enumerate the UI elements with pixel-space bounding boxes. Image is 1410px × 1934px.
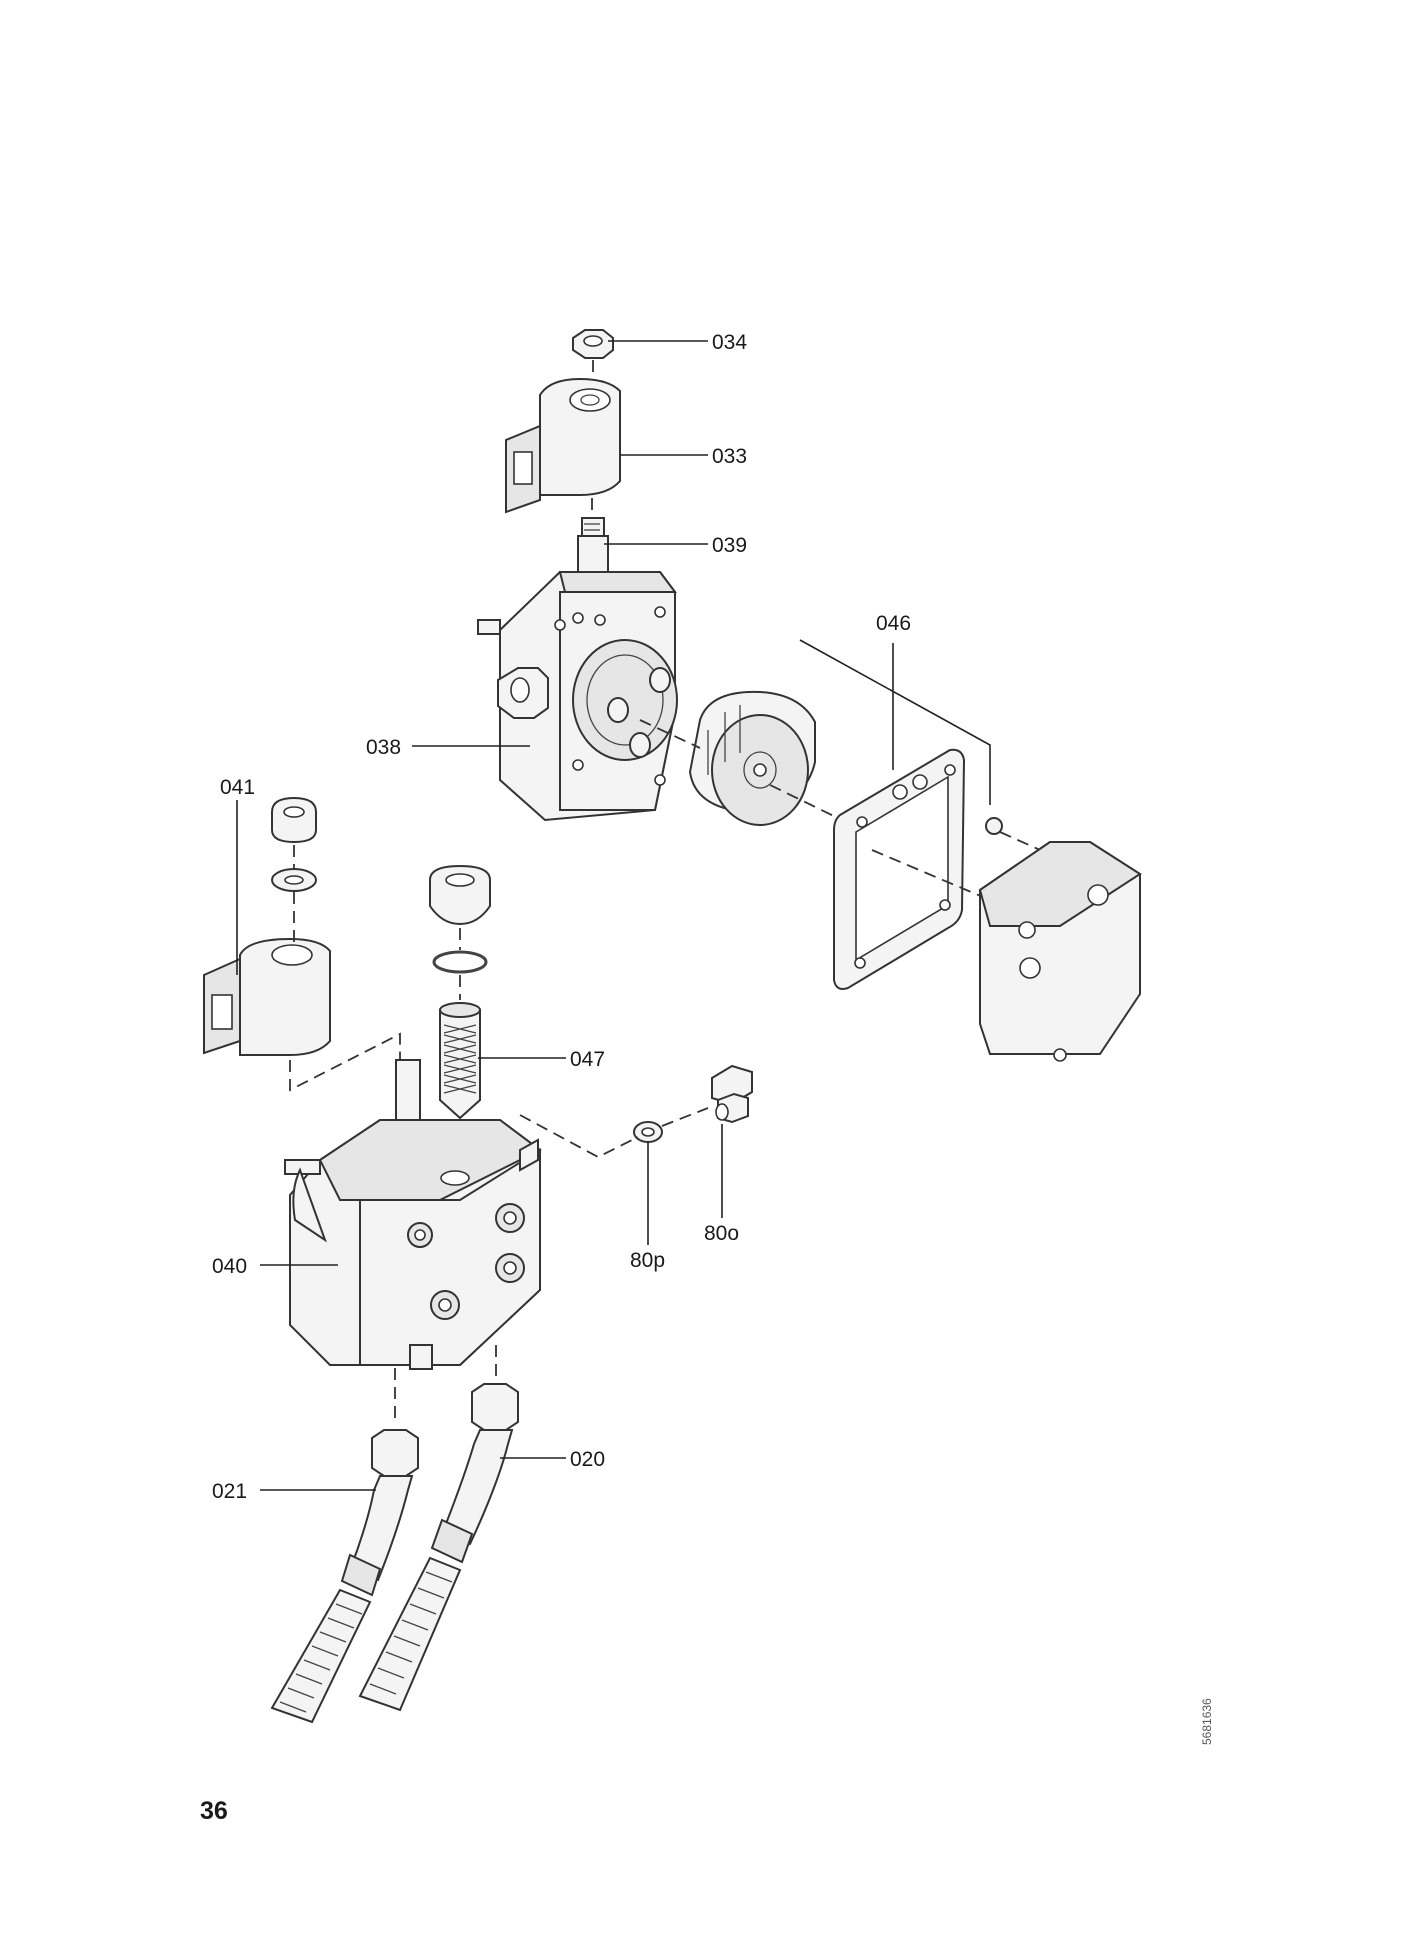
label-047: 047 [570, 1048, 605, 1071]
part-80p-seal [633, 1121, 663, 1143]
label-038: 038 [366, 736, 401, 759]
part-040-pump [284, 1059, 542, 1370]
part-coupling [688, 690, 816, 826]
label-034: 034 [712, 331, 747, 354]
part-washer-small [985, 817, 1003, 835]
part-034-nut [572, 329, 614, 359]
label-033: 033 [712, 445, 747, 468]
leader-lines [236, 340, 894, 1491]
part-046-gasket [833, 748, 966, 990]
label-80p: 80p [630, 1249, 665, 1272]
label-039: 039 [712, 534, 747, 557]
label-020: 020 [570, 1448, 605, 1471]
part-80o-nipple [711, 1064, 753, 1124]
label-021: 021 [212, 1480, 247, 1503]
part-020-hose [358, 1383, 519, 1712]
part-021-hose [270, 1429, 419, 1724]
part-041-coil-assembly [203, 796, 331, 1056]
label-046: 046 [876, 612, 911, 635]
label-041: 041 [220, 776, 255, 799]
part-038-pump-housing [477, 571, 678, 822]
label-80o: 80o [704, 1222, 739, 1245]
part-motor-body [978, 841, 1142, 1062]
page-number: 36 [200, 1797, 228, 1825]
label-040: 040 [212, 1255, 247, 1278]
part-033-coil [505, 377, 621, 514]
drawing-number: 5681636 [1200, 1698, 1214, 1745]
part-047-filter [429, 864, 491, 1120]
